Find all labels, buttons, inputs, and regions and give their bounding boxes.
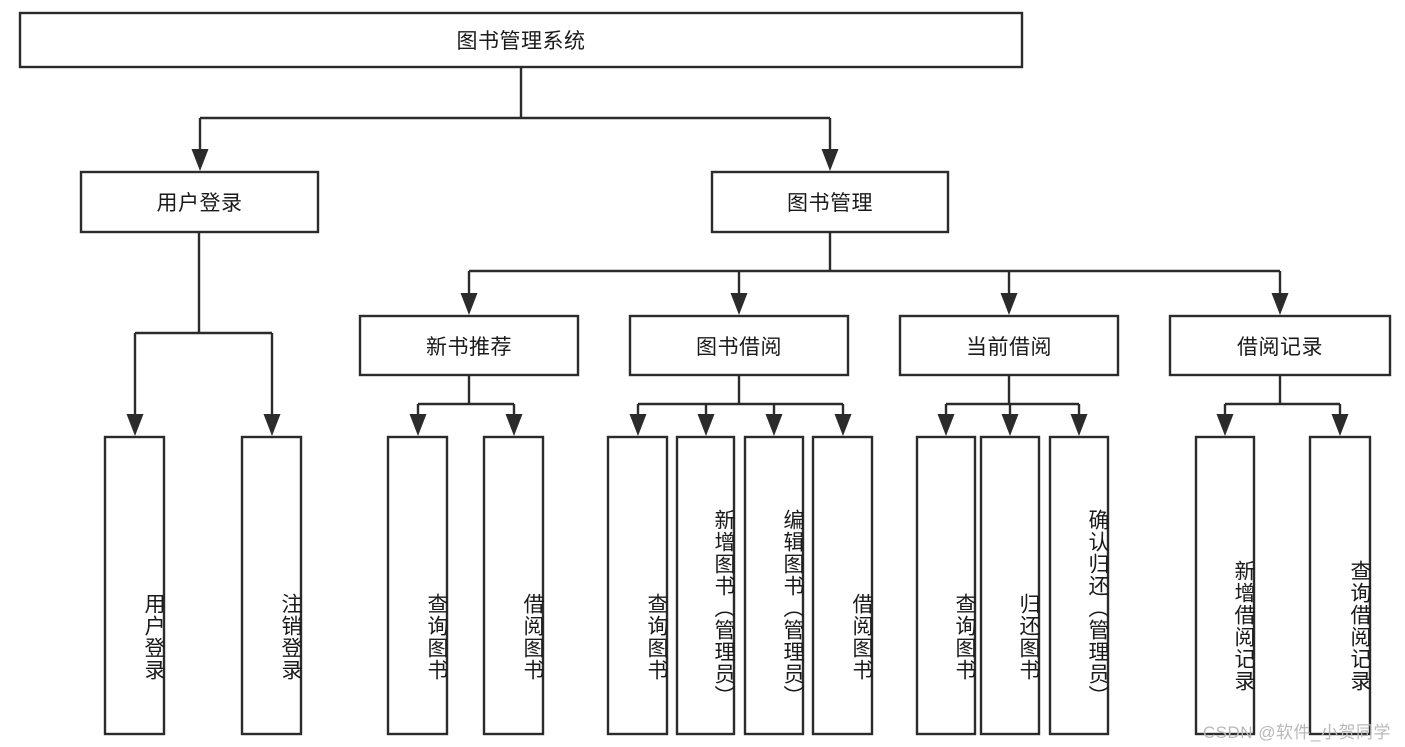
node-box-leaf-edit-book[interactable] (743, 435, 805, 736)
edge-arrowhead (821, 149, 839, 171)
edge-arrowhead (1070, 414, 1088, 436)
edge-new-book-rec (409, 375, 523, 436)
node-box-leaf-borrow-book-1[interactable] (482, 435, 545, 736)
edge-arrowhead (697, 414, 715, 436)
node-box-book-borrow[interactable] (628, 314, 850, 377)
edge-arrowhead (191, 149, 209, 171)
edge-arrowhead (1001, 414, 1019, 436)
edge-arrowhead (1331, 414, 1349, 436)
edge-arrowhead (460, 293, 478, 315)
node-box-user-login[interactable] (79, 170, 320, 234)
edge-layer (126, 67, 1349, 436)
node-box-leaf-logout[interactable] (240, 435, 303, 736)
edge-arrowhead (629, 414, 647, 436)
edge-arrowhead (409, 414, 427, 436)
edge-arrowhead (263, 414, 281, 436)
node-box-leaf-query-book-2[interactable] (606, 435, 669, 736)
edge-root (191, 67, 839, 171)
node-box-leaf-borrow-book-2[interactable] (811, 435, 874, 736)
node-box-root[interactable] (18, 11, 1024, 69)
node-box-leaf-user-login[interactable] (103, 435, 166, 736)
edge-borrow-record (1216, 375, 1349, 436)
edge-arrowhead (937, 414, 955, 436)
node-box-book-manage[interactable] (710, 170, 950, 234)
node-box-leaf-query-book-1[interactable] (386, 435, 449, 736)
watermark-text: CSDN @软件_小贺同学 (1202, 723, 1391, 742)
node-box-current-borrow[interactable] (898, 314, 1120, 377)
node-box-borrow-record[interactable] (1168, 314, 1392, 377)
edge-arrowhead (1000, 293, 1018, 315)
edge-arrowhead (730, 293, 748, 315)
node-box-leaf-query-record[interactable] (1308, 435, 1372, 736)
edge-user-login (126, 232, 281, 436)
edge-book-manage (460, 232, 1289, 315)
edge-arrowhead (765, 414, 783, 436)
edge-arrowhead (505, 414, 523, 436)
edge-arrowhead (1271, 293, 1289, 315)
edge-arrowhead (834, 414, 852, 436)
node-box-leaf-confirm-return[interactable] (1048, 435, 1110, 736)
node-box-leaf-add-record[interactable] (1194, 435, 1256, 736)
node-box-leaf-query-book-3[interactable] (915, 435, 977, 736)
node-box-leaf-return-book[interactable] (979, 435, 1041, 736)
edge-arrowhead (126, 414, 144, 436)
node-box-leaf-add-book[interactable] (675, 435, 736, 736)
node-layer (18, 11, 1392, 736)
edge-arrowhead (1216, 414, 1234, 436)
edge-current-borrow (937, 375, 1088, 436)
node-box-new-book-rec[interactable] (358, 314, 580, 377)
edge-book-borrow (629, 375, 852, 436)
